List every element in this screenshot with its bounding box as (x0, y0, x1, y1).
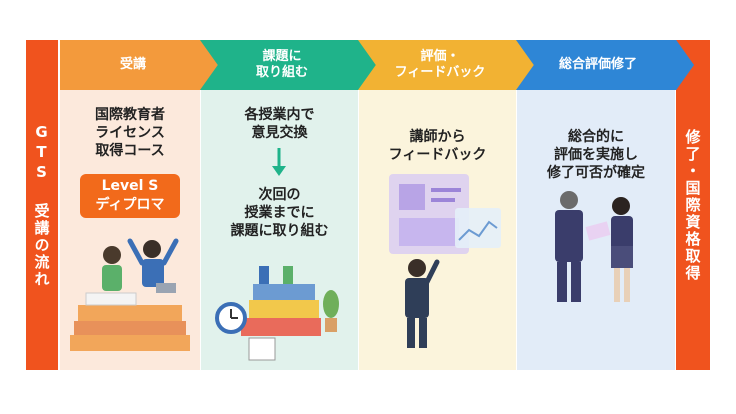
step-label-2: 課題に 取り組む (255, 49, 308, 80)
step-arrow-4: 総合評価修了 (516, 40, 694, 90)
step-label-3: 評価・ フィードバック (394, 49, 486, 80)
assignment-text: 次回の 授業までに 課題に取り組む (230, 187, 329, 239)
instructor-illustration (389, 174, 501, 348)
discussion-text: 各授業内で 意見交換 (244, 107, 315, 141)
step-label-1: 受講 (119, 57, 146, 72)
panel-course: 国際教育者 ライセンス 取得コース Level S ディプロマ (60, 90, 200, 370)
step-arrow-2: 課題に 取り組む (200, 40, 378, 90)
feedback-text: 講師から フィードバック (388, 129, 487, 163)
course-text: 国際教育者 ライセンス 取得コース (95, 107, 165, 159)
panel-feedback: 講師から フィードバック (359, 90, 516, 370)
students-illustration (70, 238, 190, 351)
step-label-4: 総合評価修了 (558, 57, 637, 72)
flow-title: GTS 受講の流れ (32, 122, 51, 288)
step-arrow-1: 受講 (60, 40, 220, 90)
panel-assignment: 各授業内で 意見交換 次回の 授業までに 課題に取り組む (201, 90, 358, 370)
completion-text: 総合的に 評価を実施し 修了可否が確定 (547, 129, 645, 181)
completion-label: 修了・国際資格取得 (683, 128, 702, 282)
step-arrow-3: 評価・ フィードバック (358, 40, 536, 90)
certificate-illustration (555, 191, 633, 302)
down-arrow-icon (272, 148, 286, 176)
flow-title-bar: GTS 受講の流れ (26, 40, 58, 370)
panel-completion: 総合的に 評価を実施し 修了可否が確定 (517, 90, 675, 370)
completion-bar: 修了・国際資格取得 (676, 40, 710, 370)
books-illustration (215, 266, 339, 361)
diploma-badge: Level S ディプロマ (80, 174, 180, 218)
diploma-badge-label: Level S ディプロマ (95, 178, 165, 213)
